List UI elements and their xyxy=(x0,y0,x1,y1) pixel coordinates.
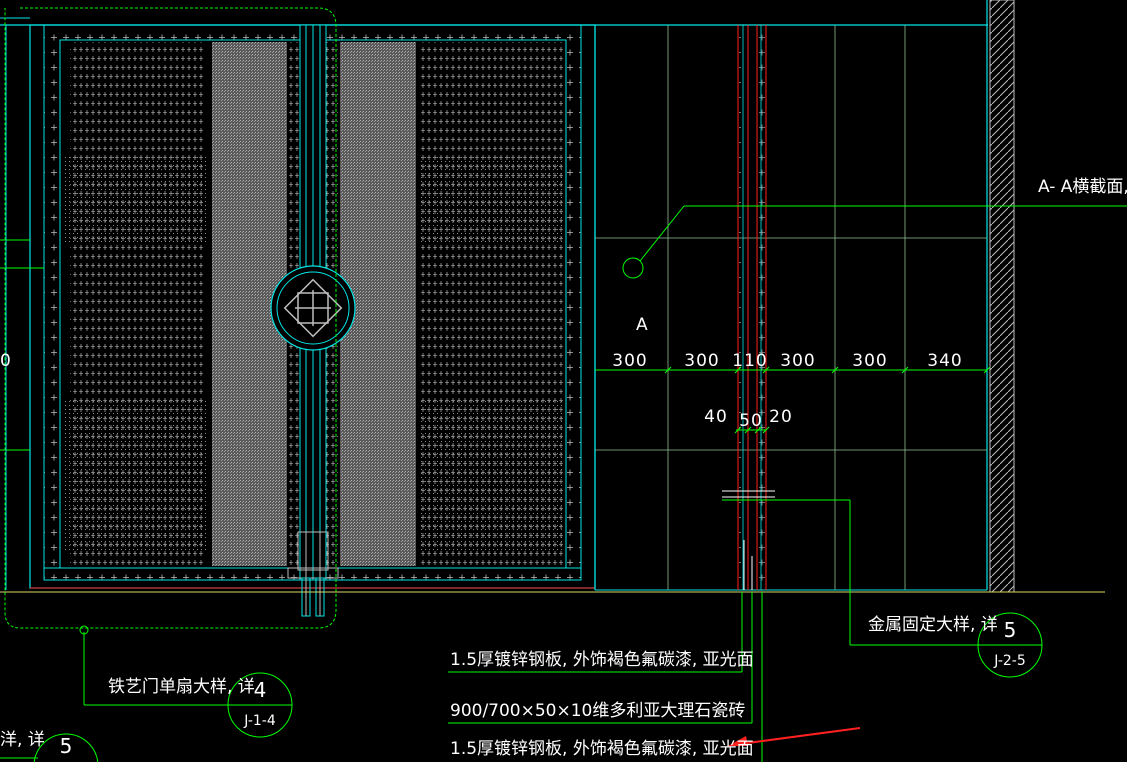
red-arrow xyxy=(728,727,861,746)
bubble-door-num: 4 xyxy=(254,678,267,702)
note-stone: 900/700×50×10维多利亚大理石瓷砖 xyxy=(450,701,745,721)
gate-frame xyxy=(29,24,596,589)
dim-40: 40 xyxy=(704,407,728,427)
dim-300-c: 300 xyxy=(780,351,815,371)
metal-bracket xyxy=(722,490,985,646)
left-dim-fragment: 0 xyxy=(0,351,12,371)
dim-300-d: 300 xyxy=(852,351,887,371)
dim-20: 20 xyxy=(769,407,793,427)
note-door-leaf: 铁艺门单扇大样, 详 xyxy=(108,677,255,697)
bubble-door-ref: J-1-4 xyxy=(243,713,276,729)
gate-medallion xyxy=(270,265,356,351)
detail-bubble-left[interactable]: 5 xyxy=(33,733,99,762)
dim-340: 340 xyxy=(927,351,962,371)
top-dimensions: 300 300 110 300 300 340 xyxy=(612,351,962,371)
dim-300-b: 300 xyxy=(684,351,719,371)
bubble-metal-num: 5 xyxy=(1004,618,1017,642)
dim-300-a: 300 xyxy=(612,351,647,371)
detail-bubble-metal[interactable]: 5 J-2-5 xyxy=(977,612,1043,678)
joint-column xyxy=(737,25,767,590)
detail-bubble-door[interactable]: 4 J-1-4 xyxy=(227,672,293,738)
dim-110: 110 xyxy=(732,351,767,371)
small-dimensions: 40 50 20 xyxy=(704,407,793,431)
bubble-metal-ref: J-2-5 xyxy=(993,653,1026,669)
note-plate-2: 1.5厚镀锌钢板, 外饰褐色氟碳漆, 亚光面 xyxy=(450,739,754,759)
section-leader xyxy=(622,205,1127,279)
stone-wall-grid xyxy=(594,0,988,591)
section-label: A- A横截面, xyxy=(1038,177,1127,197)
bubble-left-num: 5 xyxy=(60,734,73,758)
marker-letter: A xyxy=(636,315,648,335)
note-plate-1: 1.5厚镀锌钢板, 外饰褐色氟碳漆, 亚光面 xyxy=(450,650,754,670)
gate-callout-outline xyxy=(4,7,337,629)
note-metal-fix: 金属固定大样, 详 xyxy=(868,615,998,635)
dimension-line xyxy=(595,366,991,434)
note-leaders xyxy=(0,592,763,762)
dim-50: 50 xyxy=(739,411,763,431)
door-bolt xyxy=(287,531,339,617)
note-left-detail: 洋, 详 xyxy=(0,730,45,750)
wall-hatch xyxy=(989,0,1015,593)
